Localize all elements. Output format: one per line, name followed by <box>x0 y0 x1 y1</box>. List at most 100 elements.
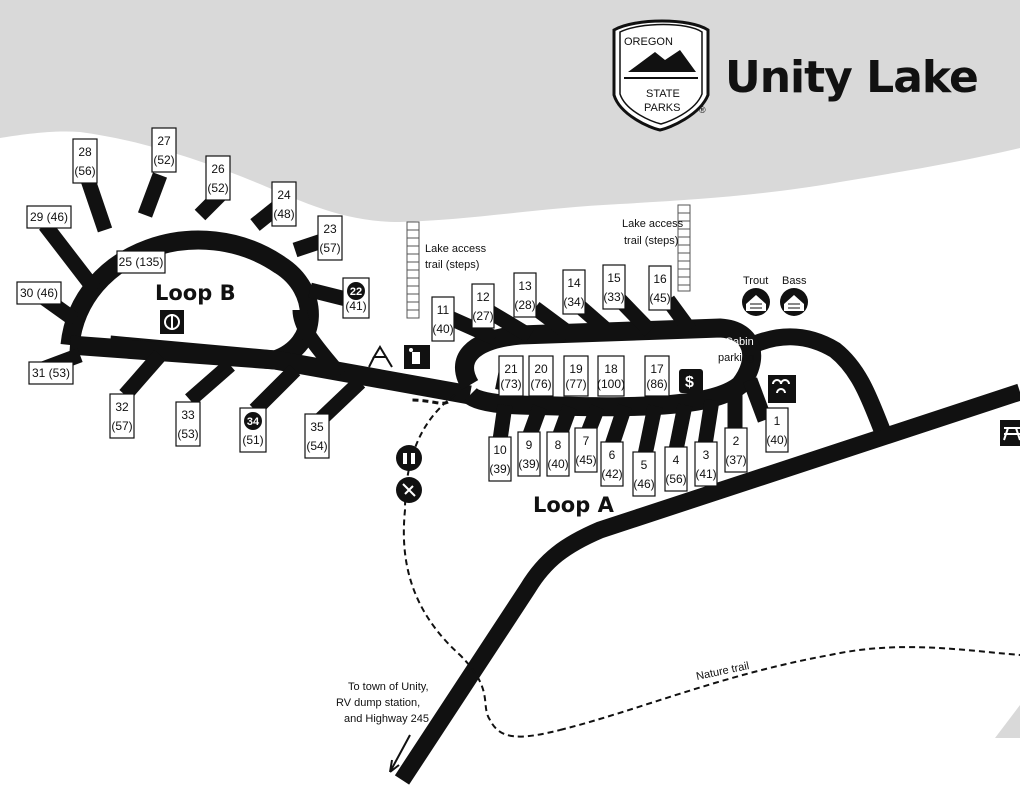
campsite-1[interactable]: 1 (40) <box>765 407 789 453</box>
campsite-number: 32 <box>115 400 129 414</box>
campsite-number: 1 <box>774 414 781 428</box>
campsite-box <box>431 296 455 342</box>
campsite-3[interactable]: 3(41) <box>694 441 718 487</box>
logo-state-text: STATE <box>646 88 680 100</box>
svg-text:$: $ <box>685 374 694 391</box>
campsite-4[interactable]: 4(56) <box>664 446 688 492</box>
campsite-19[interactable]: 19(77) <box>563 355 589 397</box>
campsite-number: 21 <box>504 362 518 376</box>
campsite-27[interactable]: 27(52) <box>151 127 177 173</box>
logo-oregon-text: OREGON <box>624 36 673 48</box>
campsite-23[interactable]: 23(57) <box>317 215 343 261</box>
campsite-10[interactable]: 10(39) <box>488 436 512 482</box>
campsite-number: 20 <box>534 362 548 376</box>
campsite-box <box>498 355 524 397</box>
bass-cabin-label: Bass <box>782 275 807 287</box>
campsite-length: (46) <box>633 477 654 491</box>
campsite-number: 9 <box>526 438 533 452</box>
campsite-number: 34 <box>247 416 260 428</box>
lake-access-label-east-line2: trail (steps) <box>624 235 678 247</box>
campsite-6[interactable]: 6(42) <box>600 441 624 487</box>
campsite-number: 16 <box>653 272 667 286</box>
campsite-number: 10 <box>493 443 507 457</box>
campsite-12[interactable]: 12(27) <box>471 283 495 329</box>
lake-access-label-west-line2: trail (steps) <box>425 259 479 271</box>
highway <box>394 383 1020 785</box>
campsite-30[interactable]: 30 (46) <box>16 281 62 305</box>
lake-access-steps-east[interactable] <box>677 204 691 292</box>
campsite-13[interactable]: 13(28) <box>513 272 537 318</box>
campsite-label: 25 (135) <box>119 255 164 269</box>
campsite-20[interactable]: 20(76) <box>528 355 554 397</box>
campsite-35[interactable]: 35(54) <box>304 413 330 459</box>
campsite-box <box>72 138 98 184</box>
trash-icon <box>404 345 430 369</box>
map-title: Unity Lake <box>725 52 978 103</box>
restroom-icon[interactable] <box>396 445 422 471</box>
campsite-number: 5 <box>641 458 648 472</box>
campsite-box <box>632 451 656 497</box>
accessible-site-badge <box>244 412 262 430</box>
lake-access-steps-west[interactable] <box>406 221 420 319</box>
cabin-parking-label-line1: Cabin <box>725 336 754 348</box>
campsite-18[interactable]: 18(100) <box>597 355 625 397</box>
campsite-22[interactable]: 22(41) <box>342 277 370 319</box>
campsite-number: 18 <box>604 362 618 376</box>
campsite-34[interactable]: 34 (51) <box>239 407 267 453</box>
campsite-number: 23 <box>323 222 337 236</box>
campsite-box <box>151 127 177 173</box>
campsite-label: 30 (46) <box>20 286 58 300</box>
campsite-number: 33 <box>181 408 195 422</box>
campsite-24[interactable]: 24(48) <box>271 181 297 227</box>
nature-trail-path[interactable] <box>559 646 1020 731</box>
shower-icon[interactable] <box>396 477 422 503</box>
campsite-11[interactable]: 11(40) <box>431 296 455 342</box>
campsite-box <box>16 281 62 305</box>
campsite-box <box>563 355 589 397</box>
campsite-8[interactable]: 8(40) <box>546 431 570 477</box>
to-town-label-line1: To town of Unity, <box>348 681 429 693</box>
cabin-trout-icon[interactable] <box>742 288 770 316</box>
campsite-14[interactable]: 14(34) <box>562 269 586 315</box>
campsite-15[interactable]: 15(33) <box>602 264 626 310</box>
campsite-2[interactable]: 2(37) <box>724 427 748 473</box>
campsite-29[interactable]: 29 (46) <box>26 205 72 229</box>
campsite-box <box>597 355 625 397</box>
loop-b-label: Loop B <box>155 281 236 305</box>
campsite-length: (51) <box>242 433 263 447</box>
campsite-length: (54) <box>306 439 327 453</box>
fee-station-icon[interactable]: $ <box>679 369 703 393</box>
campsite-26[interactable]: 26(52) <box>205 155 231 201</box>
campsite-33[interactable]: 33(53) <box>175 401 201 447</box>
campsite-label: 31 (53) <box>32 366 70 380</box>
campsite-number: 17 <box>650 362 664 376</box>
campsite-number: 26 <box>211 162 225 176</box>
campsite-number: 19 <box>569 362 583 376</box>
campsite-17[interactable]: 17(86) <box>644 355 670 397</box>
campsite-9[interactable]: 9(39) <box>517 431 541 477</box>
campsite-length: (37) <box>725 453 746 467</box>
lake-corner <box>995 705 1020 738</box>
loop-a-label: Loop A <box>533 493 615 517</box>
campsite-length: (57) <box>111 419 132 433</box>
campsite-length: (40) <box>766 433 787 447</box>
campsite-25[interactable]: 25 (135) <box>116 250 166 274</box>
campsite-labels: 1 (40) 2(37)3(41)4(56) 5 (46) 6(42)7(45)8(40)… <box>16 127 789 497</box>
campsite-number: 28 <box>78 145 92 159</box>
campsite-31[interactable]: 31 (53) <box>28 361 74 385</box>
campsite-length: (56) <box>74 164 95 178</box>
campsite-length: (45) <box>575 453 596 467</box>
recycling-icon <box>368 345 393 368</box>
campsite-7[interactable]: 7(45) <box>574 427 598 473</box>
campsite-32[interactable]: 32 (57) <box>109 393 135 439</box>
campsite-28[interactable]: 28 (56) <box>72 138 98 184</box>
campsite-length: (33) <box>603 290 624 304</box>
campsite-length: (45) <box>649 291 670 305</box>
campsite-length: (76) <box>530 377 551 391</box>
cabin-bass-icon[interactable] <box>780 288 808 316</box>
campsite-21[interactable]: 21(73) <box>498 355 524 397</box>
campsite-length: (41) <box>345 299 366 313</box>
campsite-16[interactable]: 16 (45) <box>648 265 672 311</box>
campsite-5[interactable]: 5 (46) <box>632 451 656 497</box>
campsite-number: 13 <box>518 279 532 293</box>
